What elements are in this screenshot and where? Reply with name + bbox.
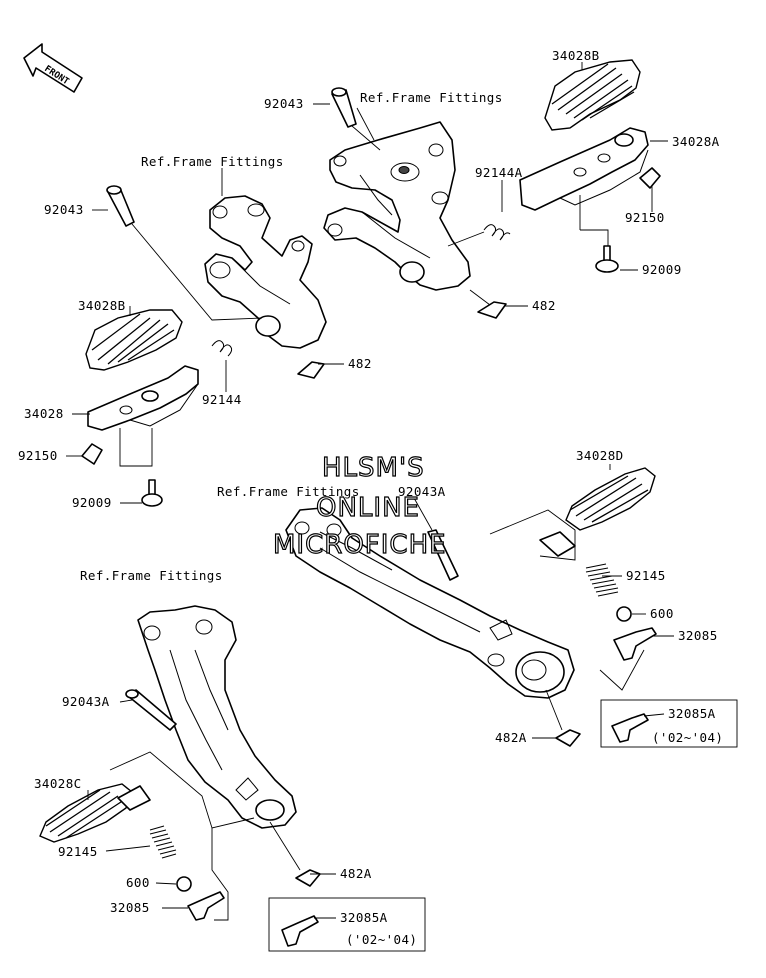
footpeg-34028c <box>39 751 255 843</box>
stopper-92150-left <box>81 428 153 467</box>
label-32085a-left: 32085A <box>340 910 388 925</box>
label-600-right: 600 <box>650 606 674 621</box>
washer-482a-right <box>545 689 581 747</box>
left-upper-bracket <box>204 195 327 349</box>
spring-92144 <box>211 340 233 392</box>
label-02-04-left: ('02~'04) <box>346 932 417 947</box>
rubber-34028b-left <box>85 309 183 371</box>
label-34028d: 34028D <box>576 448 624 463</box>
washer-482-upper <box>469 289 507 319</box>
front-arrow-icon: FRONT <box>23 43 83 93</box>
label-92150-left: 92150 <box>18 448 58 463</box>
pin-92043a-right <box>413 497 459 581</box>
label-92043-left: 92043 <box>44 202 84 217</box>
label-482-upper: 482 <box>532 298 556 313</box>
label-92043a-right: 92043A <box>398 484 446 499</box>
label-482-left: 482 <box>348 356 372 371</box>
label-34028b-upper: 34028B <box>552 48 600 63</box>
label-ref-frame-right-lower: Ref.Frame Fittings <box>217 484 360 499</box>
part-labels: 92043 Ref.Frame Fittings 34028B 34028A R… <box>18 48 723 947</box>
spring-92145-right <box>585 563 619 597</box>
plate-32085-right <box>599 627 657 691</box>
label-34028b-left: 34028B <box>78 298 126 313</box>
watermark-line-2: ONLINE <box>316 493 420 523</box>
label-34028a: 34028A <box>672 134 720 149</box>
label-482a-right: 482A <box>495 730 527 745</box>
washer-482a-left <box>269 821 321 887</box>
watermark: HLSM'S ONLINE MICROFICHE <box>272 452 447 560</box>
label-32085-left: 32085 <box>110 900 150 915</box>
spring-92144a <box>447 224 511 247</box>
watermark-line-3: MICROFICHE <box>273 530 447 560</box>
label-ref-frame-upper: Ref.Frame Fittings <box>360 90 503 105</box>
label-92043a-left: 92043A <box>62 694 110 709</box>
pin-92043-upper <box>331 87 381 151</box>
label-34028: 34028 <box>24 406 64 421</box>
screw-92009-upper <box>579 195 619 273</box>
spring-92145-left <box>149 825 177 859</box>
upper-right-bracket <box>323 121 471 291</box>
label-02-04-right: ('02~'04) <box>652 730 723 745</box>
watermark-line-1: HLSM'S <box>322 453 425 483</box>
label-32085-right: 32085 <box>678 628 718 643</box>
label-32085a-right: 32085A <box>668 706 716 721</box>
label-92145-right: 92145 <box>626 568 666 583</box>
stopper-92150-upper <box>639 167 661 205</box>
label-92144: 92144 <box>202 392 242 407</box>
label-92009-upper: 92009 <box>642 262 682 277</box>
ball-600-right <box>616 606 632 622</box>
label-92150-upper: 92150 <box>625 210 665 225</box>
label-92144a: 92144A <box>475 165 523 180</box>
right-lower-bracket <box>285 507 575 699</box>
footpeg-34028d <box>489 467 656 561</box>
ball-600-left <box>176 876 192 892</box>
label-92043-upper: 92043 <box>264 96 304 111</box>
footpeg-34028a <box>519 127 649 211</box>
label-92145-left: 92145 <box>58 844 98 859</box>
rubber-34028b-upper <box>544 59 641 131</box>
box-32085a-right <box>600 699 738 748</box>
pin-92043a-left <box>125 689 177 731</box>
footpeg-34028 <box>87 365 199 431</box>
label-ref-frame-left-lower: Ref.Frame Fittings <box>80 568 223 583</box>
screw-92009-left <box>141 479 163 507</box>
left-lower-bracket <box>137 605 297 829</box>
box-32085a-left <box>268 897 426 952</box>
pin-92043-left <box>106 185 263 321</box>
label-34028c: 34028C <box>34 776 82 791</box>
label-92009-left: 92009 <box>72 495 112 510</box>
plate-32085-left <box>187 828 229 921</box>
leader-lines <box>66 62 674 919</box>
label-482a-left: 482A <box>340 866 372 881</box>
label-600-left: 600 <box>126 875 150 890</box>
label-ref-frame-left: Ref.Frame Fittings <box>141 154 284 169</box>
